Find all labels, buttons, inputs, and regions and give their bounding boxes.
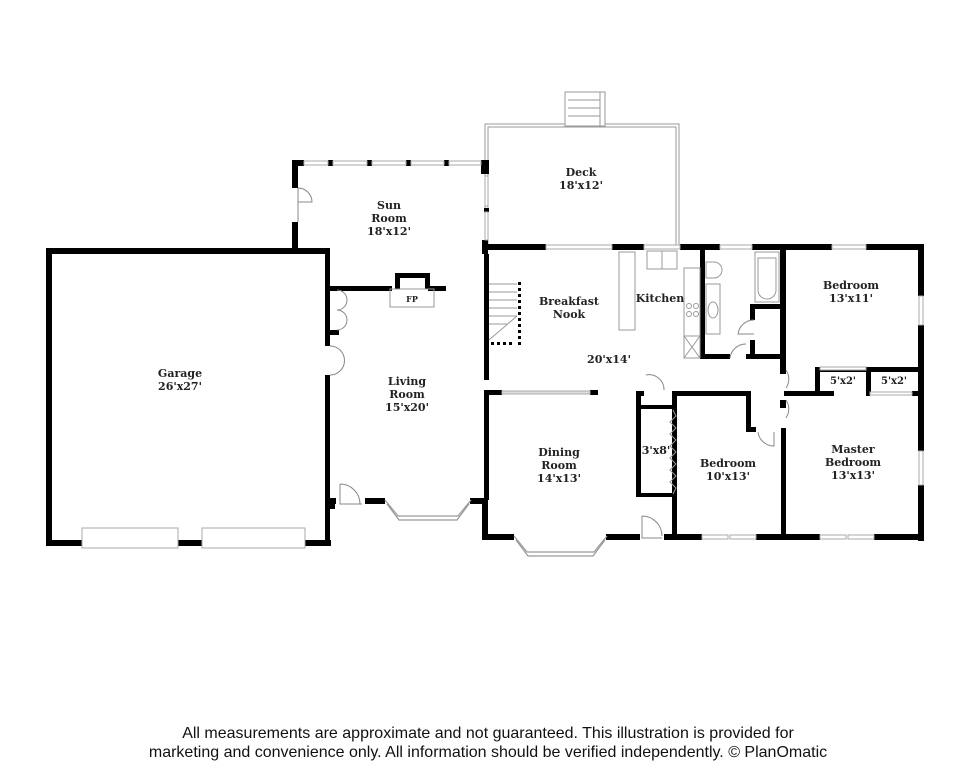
room-size: 13'x11' [829,292,873,305]
room-name: Nook [552,308,586,321]
fireplace-text: FP [406,294,418,304]
room-name: Sun [377,199,401,212]
deck-label: Deck 18'x12' [559,166,603,192]
room-name: Deck [565,166,597,179]
room-size: 5'x2' [880,376,908,387]
master-bedroom-label: Master Bedroom 13'x13' [825,443,881,482]
closet-3-label: 3'x8' [642,444,671,457]
room-name: Room [389,388,425,401]
room-name: Living [387,375,427,388]
room-name: Bedroom [822,279,880,292]
kitchen-fixtures [618,250,701,359]
dining-room-label: Dining Room 14'x13' [537,446,581,485]
room-name: Room [541,459,577,472]
room-name: Bedroom [699,457,757,470]
kitchen-label: Kitchen [636,292,685,305]
walls [46,160,924,546]
room-name: Bedroom [824,456,882,469]
sun-room-label: Sun Room 18'x12' [367,199,411,238]
fireplace-label: FP [406,293,418,306]
room-name: Master [831,443,875,456]
garage-label: Garage 26'x27' [158,367,202,393]
bath-fixtures [705,251,780,335]
room-size: 14'x13' [537,472,581,485]
room-name: Kitchen [635,292,685,305]
room-name: Breakfast [539,295,599,308]
disclaimer-line-1: All measurements are approximate and not… [182,725,794,742]
breakfast-nook-label: Breakfast Nook [539,295,599,321]
stairs [488,282,521,345]
room-name: Room [371,212,407,225]
room-size: 26'x27' [158,380,202,393]
bedroom-1-label: Bedroom 13'x11' [823,279,879,305]
fireplace-hearth [389,288,435,308]
room-size: 10'x13' [706,470,750,483]
room-name: Garage [157,367,203,380]
living-room-label: Living Room 15'x20' [385,375,429,414]
room-size: 15'x20' [385,401,429,414]
closet-2-label: 5'x2' [881,375,907,388]
bifold-door [669,409,677,495]
doors [297,187,790,539]
room-size: 18'x12' [559,179,603,192]
windows [81,160,924,549]
disclaimer: All measurements are approximate and not… [0,724,976,762]
disclaimer-line-2: marketing and convenience only. All info… [148,744,828,761]
room-name: Dining [538,446,580,459]
room-size: 18'x12' [367,225,411,238]
closet-1-label: 5'x2' [830,375,856,388]
bedroom-2-label: Bedroom 10'x13' [700,457,756,483]
room-size: 20'x14' [587,353,631,366]
kitchen-area-size-label: 20'x14' [587,353,631,366]
room-size: 5'x2' [829,376,857,387]
room-size: 3'x8' [641,444,671,457]
room-size: 13'x13' [831,469,875,482]
bay-windows [384,499,608,557]
